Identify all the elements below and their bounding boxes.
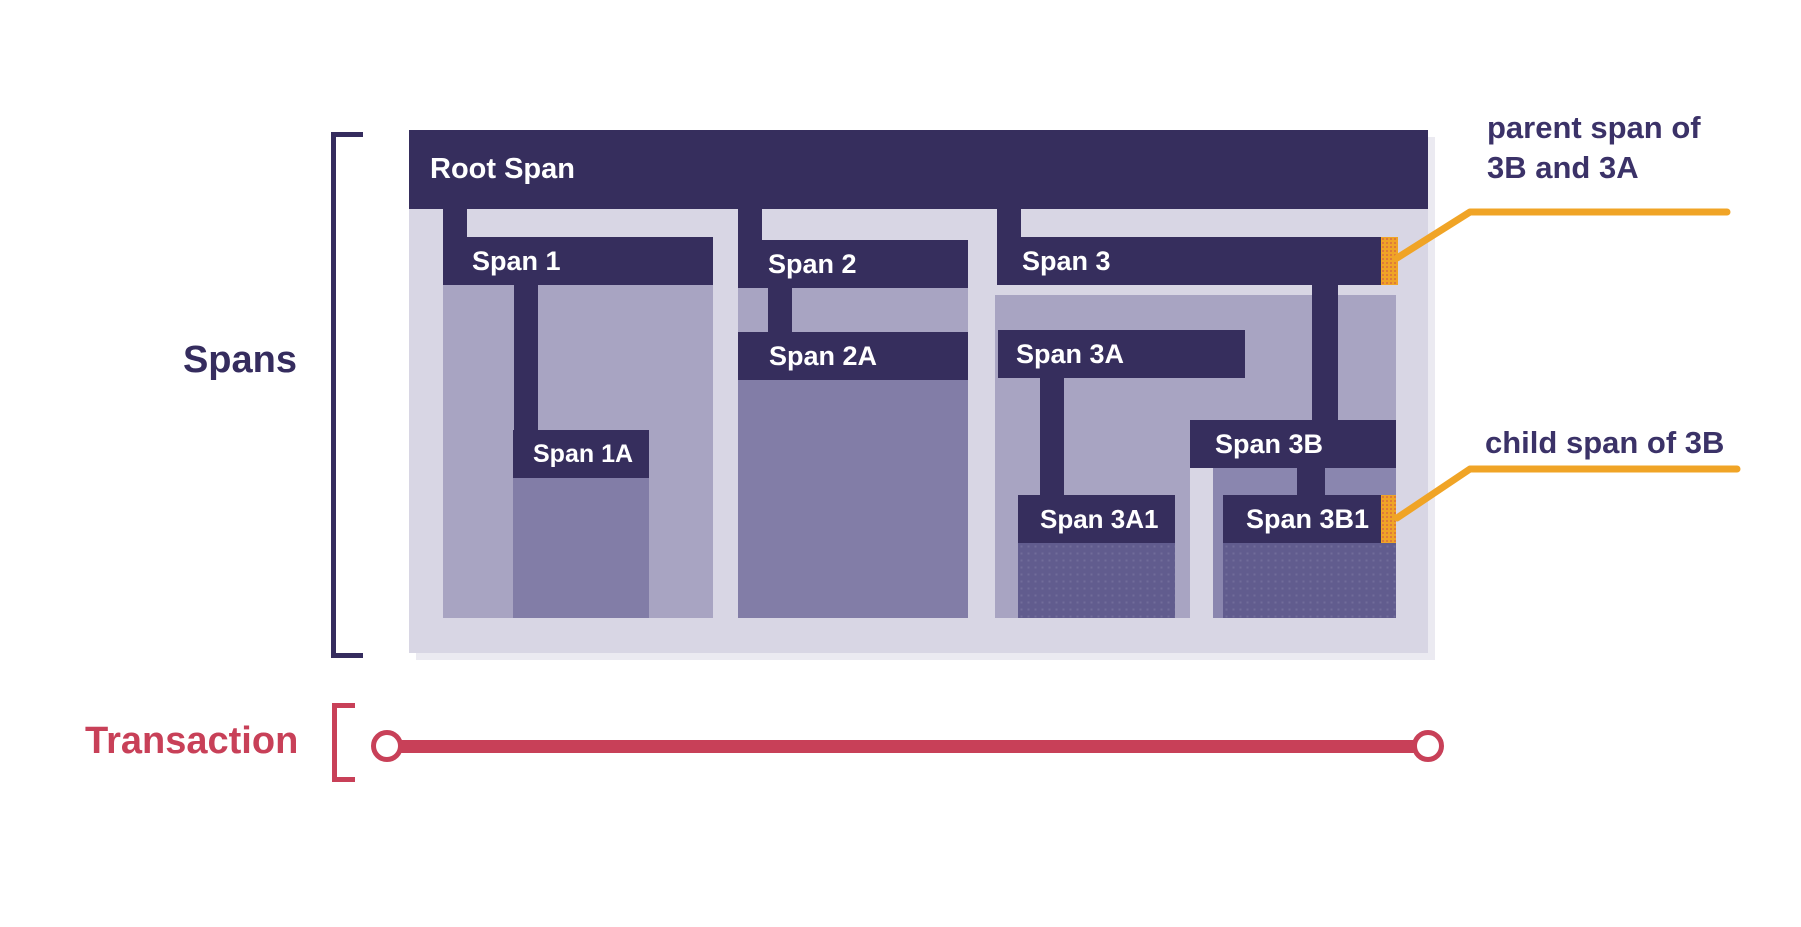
span2-bar: Span 2 <box>738 240 968 288</box>
connector-span3b-to-span3b1 <box>1297 468 1325 495</box>
child-span-annotation: child span of 3B <box>1485 425 1725 460</box>
span3b1-bar: Span 3B1 <box>1223 495 1381 543</box>
spans-bracket-vertical <box>331 132 336 658</box>
span3a1-duration-region <box>1018 543 1175 618</box>
transaction-end-circle <box>1412 730 1444 762</box>
span2-bar-label: Span 2 <box>768 248 857 279</box>
span3b1-bar-label: Span 3B1 <box>1246 503 1370 534</box>
transaction-timeline <box>392 740 1422 753</box>
connector-root-to-span1 <box>443 209 467 237</box>
span3a-bar-label: Span 3A <box>1016 338 1125 369</box>
transaction-start-circle <box>371 730 403 762</box>
connector-span2-to-span2a <box>768 288 792 332</box>
span1a-bar: Span 1A <box>513 430 649 478</box>
root-span-bar: Root Span <box>409 130 1428 209</box>
transaction-bracket-top-arm <box>332 703 355 708</box>
child-span-marker <box>1381 495 1396 543</box>
span3b-bar: Span 3B <box>1190 420 1396 468</box>
span3a1-bar: Span 3A1 <box>1018 495 1175 543</box>
transaction-label: Transaction <box>85 720 299 762</box>
transaction-bracket-bottom-arm <box>332 777 355 782</box>
child-callout-line <box>1393 465 1741 522</box>
transaction-bracket-vertical <box>332 703 337 782</box>
parent-span-annotation: parent span of 3B and 3A <box>1487 108 1701 188</box>
span3b-left-gap <box>1190 468 1213 618</box>
spans-bracket-bottom-arm <box>331 653 363 658</box>
parent-span-marker <box>1381 237 1398 285</box>
root-span-bar-label: Root Span <box>430 153 575 185</box>
span3-bar-label: Span 3 <box>1022 245 1111 276</box>
span1-bar: Span 1 <box>443 237 713 285</box>
connector-span3a-to-span3a1 <box>1040 378 1064 495</box>
span2a-duration-region <box>738 380 968 618</box>
span1-bar-label: Span 1 <box>472 245 561 276</box>
connector-root-to-span3 <box>997 209 1021 237</box>
connector-span1-to-span1a <box>514 285 538 430</box>
span1a-bar-label: Span 1A <box>533 439 634 468</box>
connector-span3-to-span3b <box>1312 285 1338 420</box>
span3a-bar: Span 3A <box>998 330 1245 378</box>
spans-bracket-top-arm <box>331 132 363 137</box>
connector-root-to-span2 <box>738 209 762 240</box>
parent-span-annotation-line2: 3B and 3A <box>1487 150 1639 185</box>
span2a-bar-label: Span 2A <box>769 340 878 371</box>
spans-label: Spans <box>182 339 297 381</box>
parent-span-annotation-line1: parent span of <box>1487 110 1701 145</box>
span3b-bar-label: Span 3B <box>1215 428 1324 459</box>
span3b1-duration-region <box>1223 543 1396 618</box>
span3a1-bar-label: Span 3A1 <box>1040 503 1159 534</box>
span3-bar: Span 3 <box>997 237 1398 285</box>
span1a-duration-region <box>513 478 649 618</box>
parent-callout-line <box>1393 208 1731 262</box>
span2a-bar: Span 2A <box>738 332 968 380</box>
